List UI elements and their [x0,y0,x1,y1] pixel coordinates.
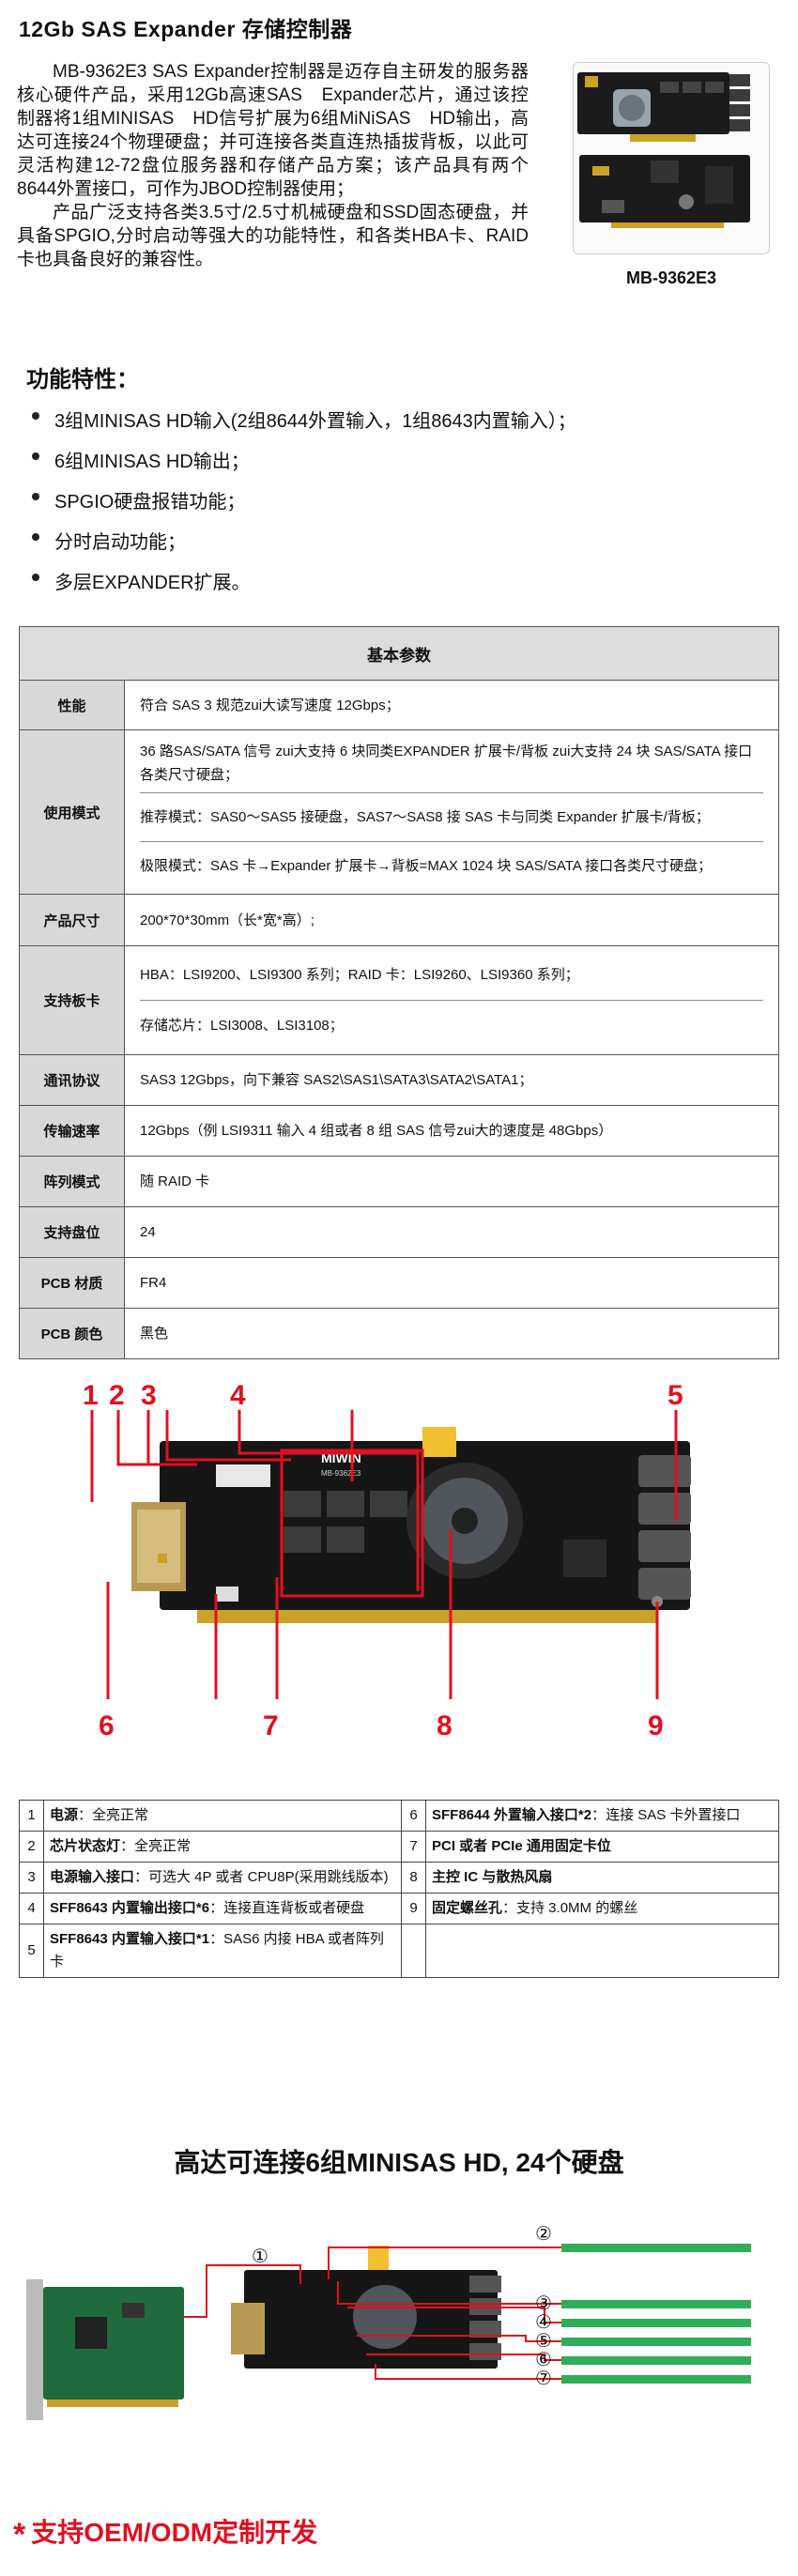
feature-item: 多层EXPANDER扩展。 [28,567,576,607]
callout-number: 5 [668,1380,683,1411]
param-value: 200*70*30mm（长*宽*高）; [124,894,779,946]
asterisk-icon: * [13,2517,26,2553]
param-value: 随 RAID 卡 [124,1156,779,1207]
backplane [561,2356,751,2365]
board-diagram: MIWIN MB-9362E3 1 2 3 4 5 6 7 8 9 [83,1380,691,1741]
param-label: PCB 材质 [19,1257,125,1309]
intro-text: MB-9362E3 SAS Expander控制器是迈存自主研发的服务器核心硬件… [17,60,529,271]
connect-title: 高达可连接6组MINISAS HD, 24个硬盘 [174,2148,624,2177]
feature-item: 6组MINISAS HD输出； [28,446,576,486]
param-label: 传输速率 [19,1105,125,1157]
connection-lines [184,2246,561,2380]
board-model: MB-9362E3 [321,1469,361,1478]
param-label: 阵列模式 [19,1156,125,1207]
backplanes [561,2244,751,2384]
features-list: 3组MINISAS HD输入(2组8644外置输入，1组8643内置输入）； 6… [28,406,576,607]
bullet-icon [32,493,39,500]
bullet-icon [32,412,39,420]
feature-item: SPGIO硬盘报错功能； [28,486,576,527]
product-photo [573,62,770,254]
backplane [561,2244,751,2252]
callout-number: 2 [109,1380,125,1411]
param-label: PCB 颜色 [19,1308,125,1359]
page-title: 12Gb SAS Expander 存储控制器 [19,17,353,41]
bullet-icon [32,452,39,460]
connection-label: ① [252,2245,269,2267]
param-value: SAS3 12Gbps，向下兼容 SAS2\SAS1\SATA3\SATA2\S… [124,1054,779,1106]
feature-item: 分时启动功能； [28,527,576,567]
backplane [561,2338,751,2346]
param-value: 36 路SAS/SATA 信号 zui大支持 6 块同类EXPANDER 扩展卡… [124,729,779,895]
oem-banner: *支持OEM/ODM定制开发 [13,2512,317,2553]
oem-text: 支持OEM/ODM定制开发 [31,2518,318,2547]
connection-labels: ① ② ③ ④ ⑤ ⑥ ⑦ [252,2222,552,2389]
feature-item: 3组MINISAS HD输入(2组8644外置输入，1组8643内置输入）； [28,406,576,446]
product-caption: MB-9362E3 [625,268,717,287]
callout-number: 7 [263,1710,279,1741]
intro-paragraph: 产品广泛支持各类3.5寸/2.5寸机械硬盘和SSD固态硬盘，并具备SPGIO,分… [17,203,529,269]
param-value: 12Gbps（例 LSI9311 输入 4 组或者 8 组 SAS 信号zui大… [124,1105,779,1157]
connection-label: ⑦ [535,2367,552,2389]
param-label: 使用模式 [19,729,125,895]
callout-number: 4 [230,1380,246,1411]
features-title: 功能特性： [26,367,139,392]
callout-number: 8 [437,1710,453,1741]
param-label: 支持板卡 [19,945,125,1055]
bullet-icon [32,574,39,581]
raid-card [26,2279,184,2420]
param-label: 产品尺寸 [19,894,125,946]
params-table: 基本参数 性能符合 SAS 3 规范zui大读写速度 12Gbps； 使用模式 … [19,626,779,1359]
callout-numbers: 1 2 3 4 5 6 7 8 9 [83,1380,683,1741]
connection-label: ④ [535,2310,552,2333]
param-label: 支持盘位 [19,1206,125,1258]
params-title: 基本参数 [19,626,779,681]
callout-number: 9 [648,1710,664,1741]
param-value: 24 [124,1206,779,1258]
backplane [561,2375,751,2384]
callout-number: 1 [83,1380,99,1411]
param-value: HBA：LSI9200、LSI9300 系列；RAID 卡：LSI9260、LS… [124,945,779,1055]
expander-board [231,2246,501,2369]
board-image: MIWIN MB-9362E3 [131,1427,691,1623]
connection-diagram: ① ② ③ ④ ⑤ ⑥ ⑦ [26,2222,751,2420]
param-label: 通讯协议 [19,1054,125,1106]
bullet-icon [32,533,39,541]
connection-label: ③ [535,2292,552,2314]
param-value: 黑色 [124,1308,779,1359]
intro-paragraph: MB-9362E3 SAS Expander控制器是迈存自主研发的服务器核心硬件… [17,62,529,199]
connection-label: ⑥ [535,2348,552,2370]
param-value: FR4 [124,1257,779,1309]
param-label: 性能 [19,680,125,730]
backplane [561,2319,751,2327]
callout-number: 3 [141,1380,157,1411]
callout-lines [90,1410,678,1699]
connection-label: ② [535,2222,552,2245]
legend-table: 1 电源：全亮正常 6 SFF8644 外置输入接口*2：连接 SAS 卡外置接… [19,1800,779,1978]
param-value: 符合 SAS 3 规范zui大读写速度 12Gbps； [124,680,779,730]
callout-number: 6 [99,1710,115,1741]
connection-label: ⑤ [535,2329,552,2352]
backplane [561,2300,751,2308]
